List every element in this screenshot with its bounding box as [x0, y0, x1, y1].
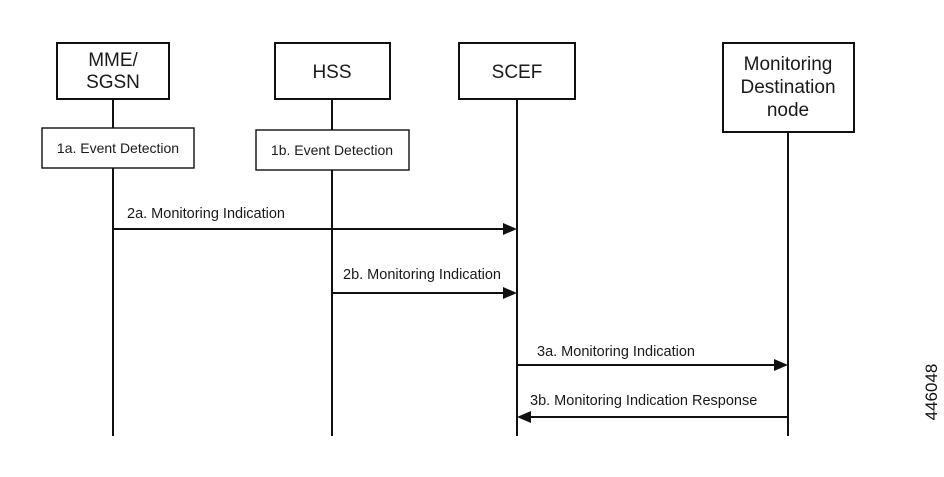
message-2a-arrowhead [503, 223, 517, 235]
message-2b-arrowhead [503, 287, 517, 299]
process-1a-event-detection: 1a. Event Detection [41, 127, 195, 169]
message-3b-label: 3b. Monitoring Indication Response [530, 393, 757, 409]
participant-mdn-line-2: Destination [740, 77, 835, 98]
message-2b: 2b. Monitoring Indication [332, 267, 517, 299]
message-3a-arrowhead [774, 359, 788, 371]
message-3b: 3b. Monitoring Indication Response [517, 393, 788, 423]
participant-mdn-line-1: Monitoring [744, 54, 833, 75]
participant-hss-label: HSS [312, 62, 351, 83]
process-1b-label: 1b. Event Detection [271, 142, 393, 158]
participant-mme-sgsn: MME/ SGSN [56, 42, 170, 100]
message-3a-label: 3a. Monitoring Indication [537, 344, 695, 360]
participant-monitoring-destination-node: Monitoring Destination node [722, 42, 855, 133]
message-3b-arrowhead [517, 411, 531, 423]
participant-scef: SCEF [458, 42, 576, 100]
message-2b-label: 2b. Monitoring Indication [343, 267, 501, 283]
message-3a: 3a. Monitoring Indication [517, 344, 788, 371]
participant-hss: HSS [274, 42, 391, 100]
message-2a-label: 2a. Monitoring Indication [127, 206, 285, 222]
process-1b-event-detection: 1b. Event Detection [255, 129, 410, 171]
participant-mme-sgsn-line-2: SGSN [86, 72, 140, 93]
participant-mdn-line-3: node [767, 100, 809, 121]
participant-scef-label: SCEF [492, 62, 543, 83]
participant-mme-sgsn-line-1: MME/ [88, 50, 138, 71]
message-2a: 2a. Monitoring Indication [113, 206, 517, 235]
figure-id: 446048 [922, 364, 941, 421]
process-1a-label: 1a. Event Detection [57, 140, 179, 156]
